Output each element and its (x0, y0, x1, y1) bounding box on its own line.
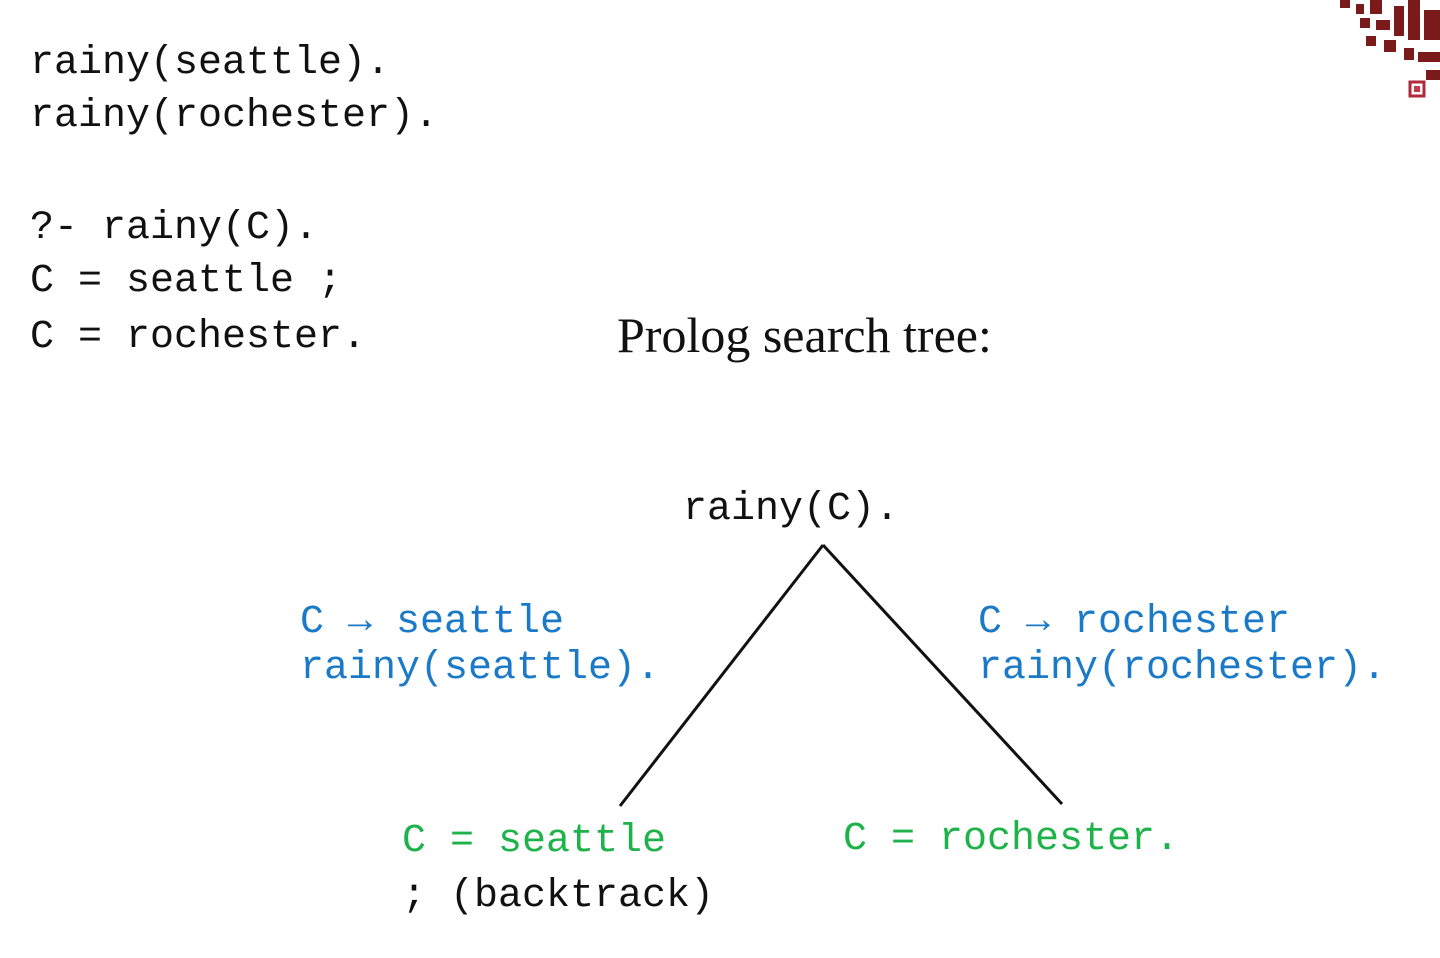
tree-root: rainy(C). (683, 487, 900, 532)
fact-rochester: rainy(rochester). (30, 94, 439, 139)
right-leaf-result: C = rochester. (843, 817, 1180, 862)
left-leaf-note: ; (backtrack) (402, 874, 715, 919)
answer-rochester: C = rochester. (30, 315, 367, 360)
left-edge-goal: rainy(seattle). (300, 646, 661, 691)
left-edge-line (618, 544, 825, 807)
answer-seattle: C = seattle ; (30, 259, 343, 304)
left-edge-binding: C → seattle (300, 600, 565, 645)
right-edge-line (821, 543, 1064, 806)
right-edge-binding: C → rochester (978, 600, 1291, 645)
fact-seattle: rainy(seattle). (30, 41, 391, 86)
tree-heading: Prolog search tree: (617, 307, 992, 363)
query-line: ?- rainy(C). (30, 206, 319, 251)
left-leaf-result: C = seattle (402, 819, 667, 864)
right-edge-goal: rainy(rochester). (978, 646, 1387, 691)
decorative-ornament-icon (1340, 0, 1440, 98)
